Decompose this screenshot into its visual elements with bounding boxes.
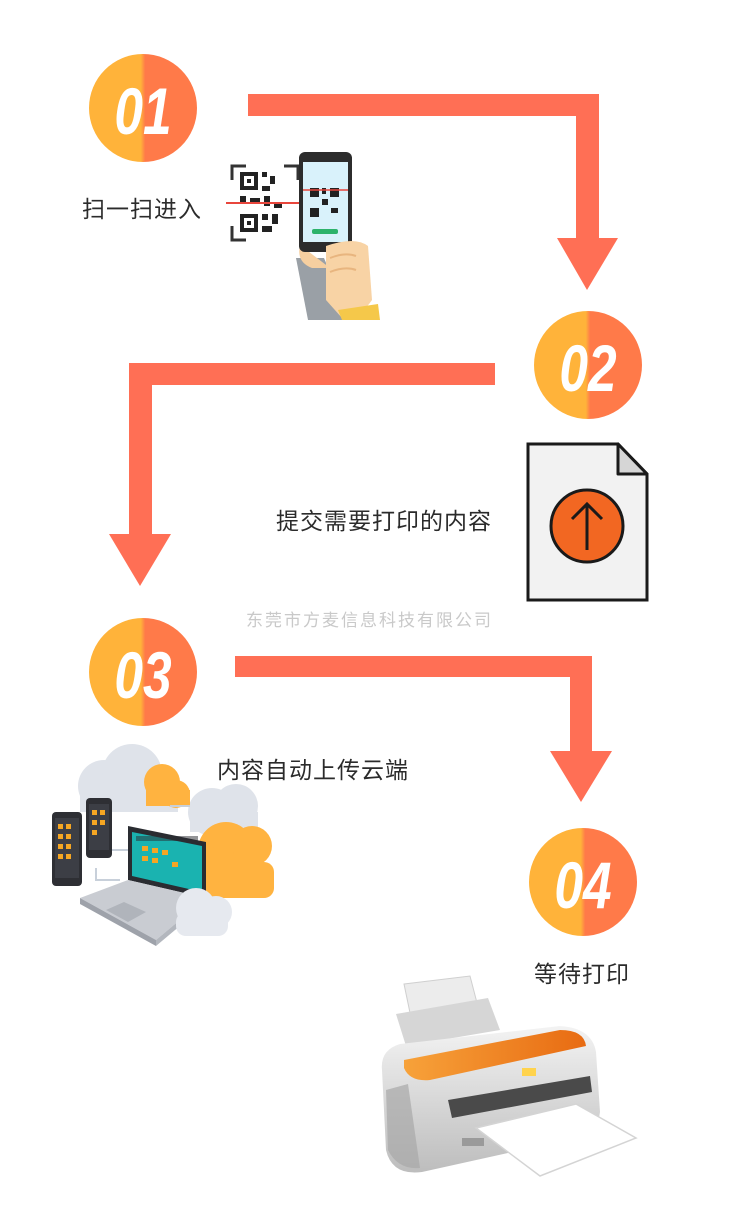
qr-scan-phone-icon (226, 152, 380, 320)
step-label-02: 提交需要打印的内容 (276, 509, 492, 535)
step-number-03: 03 (114, 638, 171, 713)
arrow-1-to-2 (248, 94, 618, 290)
arrow-3-to-4 (235, 656, 612, 802)
step-badge-01: 01 (89, 54, 197, 162)
step-badge-02: 02 (534, 311, 642, 419)
step-label-04: 等待打印 (534, 962, 630, 988)
upload-document-icon (526, 442, 649, 602)
step-label-01: 扫一扫进入 (82, 197, 202, 223)
arrow-2-to-3 (109, 363, 495, 586)
company-watermark: 东莞市方麦信息科技有限公司 (246, 611, 493, 631)
step-label-03: 内容自动上传云端 (217, 758, 409, 784)
step-number-04: 04 (554, 848, 611, 923)
step-badge-03: 03 (89, 618, 197, 726)
step-badge-04: 04 (529, 828, 637, 936)
printer-icon (381, 975, 638, 1177)
cloud-devices-icon (52, 744, 274, 946)
step-number-02: 02 (559, 331, 616, 406)
step-number-01: 01 (114, 74, 171, 149)
